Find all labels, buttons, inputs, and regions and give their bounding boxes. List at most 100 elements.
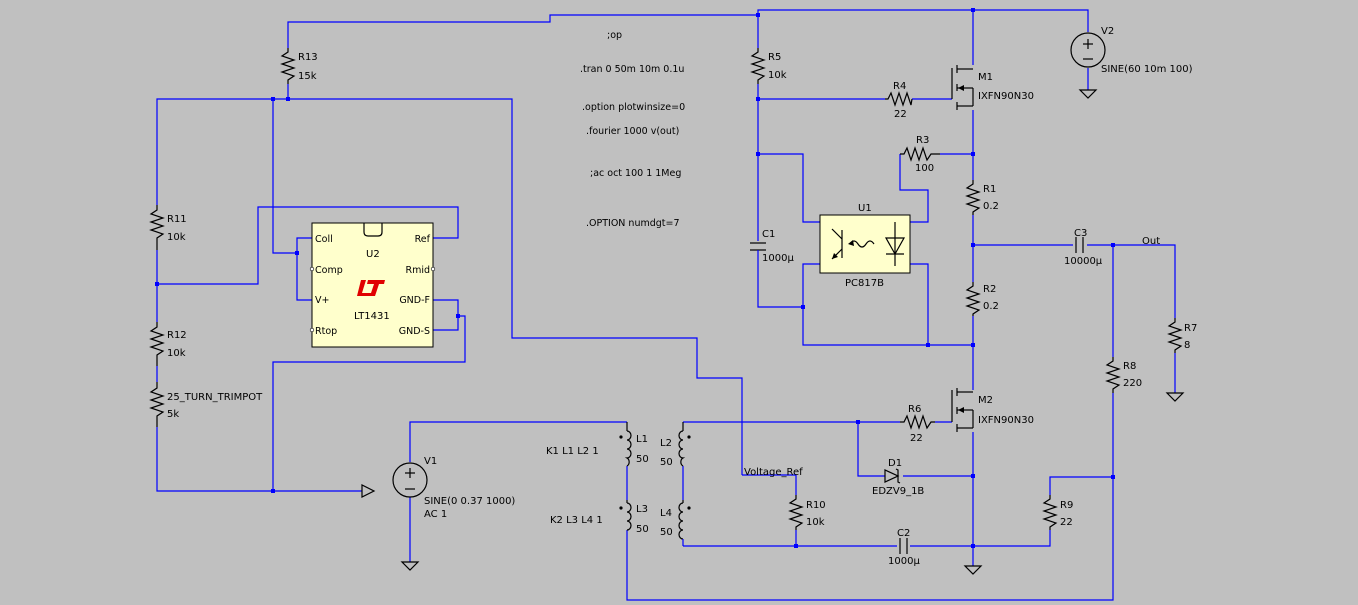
junctions <box>155 8 1115 548</box>
wire-out <box>1087 244 1176 318</box>
svg-text:EDZV9_1B: EDZV9_1B <box>872 486 924 497</box>
svg-text:V2: V2 <box>1101 26 1114 37</box>
wire-r13-vref <box>288 98 743 475</box>
directive-fourier: .fourier 1000 v(out) <box>586 126 679 137</box>
wire-opto-emit <box>802 263 820 307</box>
svg-text:10k: 10k <box>167 348 186 359</box>
svg-text:50: 50 <box>660 457 673 468</box>
inductor-l4[interactable]: L4 50 <box>660 500 691 546</box>
svg-text:R5: R5 <box>768 52 781 63</box>
resistor-r6[interactable]: R6 22 <box>900 404 935 444</box>
svg-text:IXFN90N30: IXFN90N30 <box>978 415 1034 426</box>
wire-v1-l1 <box>409 421 627 462</box>
svg-text:SINE(0 0.37 1000): SINE(0 0.37 1000) <box>424 496 515 507</box>
svg-text:R6: R6 <box>908 404 921 415</box>
net-label-voltage-ref: Voltage_Ref <box>744 467 803 478</box>
directive-op: ;op <box>607 30 622 41</box>
voltage-source-v1[interactable]: V1 SINE(0 0.37 1000) AC 1 <box>392 456 515 520</box>
mosfet-m1[interactable]: M1 IXFN90N30 <box>951 65 1034 110</box>
svg-text:50: 50 <box>636 454 649 465</box>
svg-text:IXFN90N30: IXFN90N30 <box>978 91 1034 102</box>
resistor-r13[interactable]: R13 15k <box>280 48 318 84</box>
ground-m2 <box>963 565 983 575</box>
svg-text:0.2: 0.2 <box>983 201 999 212</box>
svg-text:L4: L4 <box>660 508 672 519</box>
resistor-r2[interactable]: R2 0.2 <box>965 282 999 316</box>
optocoupler-u1[interactable]: U1 PC817B <box>819 203 911 289</box>
svg-text:8: 8 <box>1184 340 1190 351</box>
ground-r7 <box>1165 392 1185 402</box>
svg-text:SINE(60 10m 100): SINE(60 10m 100) <box>1101 64 1193 75</box>
svg-text:5k: 5k <box>167 409 179 420</box>
svg-text:1000µ: 1000µ <box>888 556 920 567</box>
resistor-trimpot[interactable]: 25_TURN_TRIMPOT 5k <box>149 382 263 427</box>
coupling-k2: K2 L3 L4 1 <box>550 515 603 526</box>
svg-text:10000µ: 10000µ <box>1064 256 1103 267</box>
pin-coll: Coll <box>315 234 333 245</box>
resistor-r1[interactable]: R1 0.2 <box>965 180 999 215</box>
svg-text:C2: C2 <box>897 528 910 539</box>
svg-text:R12: R12 <box>167 330 187 341</box>
pin-gnd-s: GND-S <box>399 326 430 337</box>
resistor-r8[interactable]: R8 220 <box>1105 357 1142 393</box>
svg-text:10k: 10k <box>167 232 186 243</box>
svg-text:R11: R11 <box>167 214 187 225</box>
svg-text:R8: R8 <box>1123 361 1136 372</box>
svg-text:50: 50 <box>636 524 649 535</box>
wire-l2-d1 <box>683 421 885 477</box>
resistor-r11[interactable]: R11 10k <box>149 205 187 250</box>
svg-text:C1: C1 <box>762 229 775 240</box>
net-label-out: Out <box>1142 236 1160 247</box>
wire-ref <box>157 206 459 285</box>
svg-text:M1: M1 <box>978 72 993 83</box>
svg-text:25_TURN_TRIMPOT: 25_TURN_TRIMPOT <box>167 392 263 403</box>
zener-d1[interactable]: D1 EDZV9_1B <box>872 458 924 497</box>
wire-top-rail <box>757 9 974 65</box>
svg-text:L1: L1 <box>636 434 648 445</box>
svg-text:L3: L3 <box>636 504 648 515</box>
spice-directives: ;op .tran 0 50m 10m 0.1u .option plotwin… <box>580 30 685 229</box>
wire-r8-bottom-loop <box>626 393 1114 601</box>
directive-tran: .tran 0 50m 10m 0.1u <box>580 64 684 75</box>
capacitor-c3[interactable]: C3 10000µ <box>1064 228 1103 267</box>
wire-coll <box>272 99 297 254</box>
net-flag-arrow <box>361 484 376 498</box>
voltage-source-v2[interactable]: V2 SINE(60 10m 100) <box>1070 26 1193 75</box>
svg-text:220: 220 <box>1123 378 1142 389</box>
coupling-k1: K1 L1 L2 1 <box>546 446 599 457</box>
resistor-r5[interactable]: R5 10k <box>750 48 787 84</box>
mosfet-m2[interactable]: M2 IXFN90N30 <box>951 388 1034 432</box>
resistor-r3[interactable]: R3 100 <box>900 135 940 174</box>
svg-text:LT1431: LT1431 <box>354 311 390 322</box>
inductor-l1[interactable]: L1 50 <box>619 422 649 467</box>
svg-text:10k: 10k <box>768 70 787 81</box>
lt-logo <box>357 280 385 296</box>
resistor-r7[interactable]: R7 8 <box>1167 318 1197 353</box>
svg-text:R2: R2 <box>983 284 996 295</box>
svg-text:R9: R9 <box>1060 500 1073 511</box>
resistor-r10[interactable]: R10 10k <box>788 495 826 530</box>
svg-text:M2: M2 <box>978 395 993 406</box>
capacitor-c2[interactable]: C2 1000µ <box>888 528 920 567</box>
ic-u2-lt1431[interactable]: U2 LT1431 Coll Comp V+ Rtop Ref Rmid GND… <box>309 222 436 348</box>
inductor-l3[interactable]: L3 50 <box>619 500 649 535</box>
wire-r9-top <box>1049 476 1113 495</box>
resistor-r4[interactable]: R4 22 <box>885 81 913 120</box>
resistor-r12[interactable]: R12 10k <box>149 322 187 366</box>
inductor-l2[interactable]: L2 50 <box>660 422 691 468</box>
ground-v1 <box>400 561 420 571</box>
wire-comp-vplus <box>296 237 312 301</box>
directive-ac: ;ac oct 100 1 1Meg <box>590 168 681 179</box>
svg-text:22: 22 <box>894 109 907 120</box>
capacitor-c1[interactable]: C1 1000µ <box>750 229 794 264</box>
resistor-r9[interactable]: R9 22 <box>1042 495 1073 530</box>
wire-opto-k <box>910 263 929 345</box>
svg-text:1000µ: 1000µ <box>762 253 794 264</box>
svg-text:R3: R3 <box>916 135 929 146</box>
svg-text:D1: D1 <box>888 458 902 469</box>
svg-text:22: 22 <box>1060 517 1073 528</box>
svg-text:L2: L2 <box>660 438 672 449</box>
directive-numdgt: .OPTION numdgt=7 <box>586 218 680 229</box>
wire-r3-opto <box>899 154 929 223</box>
